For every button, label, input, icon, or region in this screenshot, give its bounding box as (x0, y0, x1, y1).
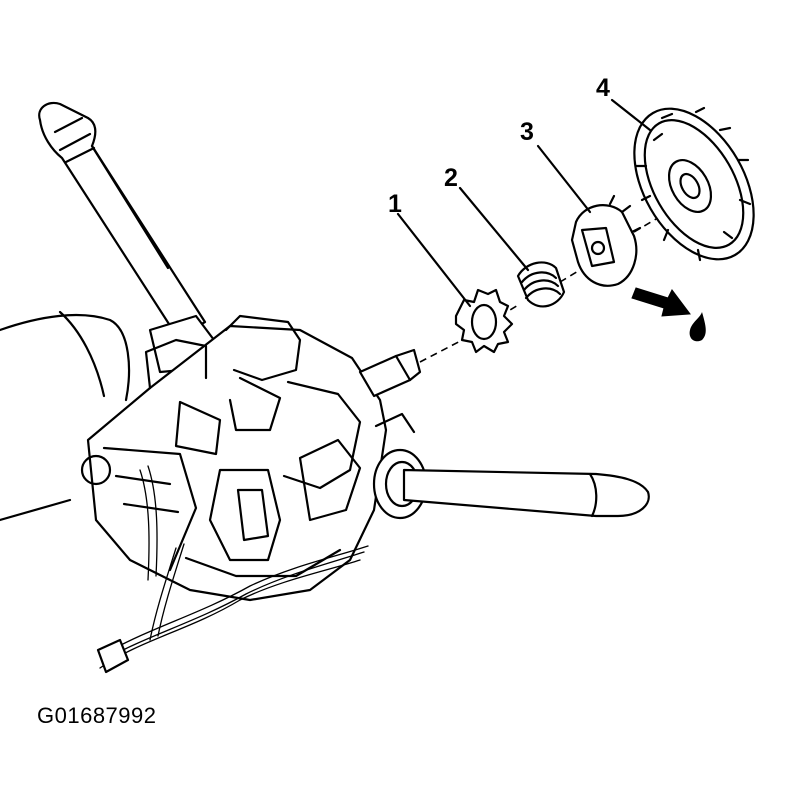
grease-arrow-icon (631, 287, 691, 317)
column-tube (0, 310, 131, 522)
wire-harness (96, 465, 369, 674)
figure-id: G01687992 (37, 703, 157, 728)
part-2-spring (516, 261, 566, 308)
leader-lines (396, 98, 652, 308)
switch-housing (80, 314, 388, 602)
lower-lever (372, 412, 650, 520)
part-3-cam (570, 194, 642, 287)
callout-3: 3 (520, 118, 534, 146)
callout-1: 1 (388, 190, 402, 218)
grease-drop-icon (689, 312, 706, 342)
callout-4: 4 (596, 74, 610, 102)
part-4-plate (633, 106, 755, 262)
upper-lever (38, 101, 216, 374)
callout-2: 2 (444, 164, 458, 192)
